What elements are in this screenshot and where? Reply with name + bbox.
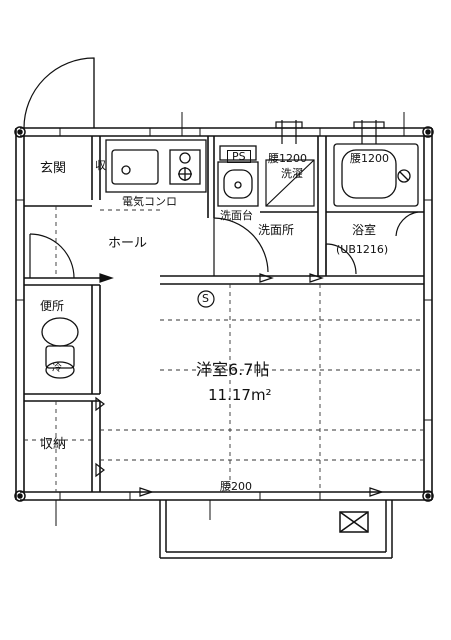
balcony-window-label: 腰200	[220, 480, 252, 493]
sensor-label: S	[202, 292, 209, 305]
outer-walls	[15, 127, 433, 501]
room-label-washroom: 洗面所	[258, 223, 295, 237]
room-label-western: 洋室6.7帖	[196, 360, 270, 379]
room-label-storage: 収納	[40, 437, 67, 452]
pipe-space-label: PS	[227, 150, 251, 163]
door-swings	[23, 57, 419, 279]
room-label-bathroom: 浴室	[352, 223, 377, 237]
laundry-window-label: 腰1200	[268, 152, 307, 165]
laundry-label: 洗濯	[281, 167, 303, 180]
kitchen-counter	[105, 139, 207, 193]
top-windows	[275, 120, 385, 144]
shoe-box-label: 収	[95, 159, 106, 172]
grid-lines	[24, 206, 424, 492]
column-markers	[14, 126, 434, 502]
wall-hatching	[16, 128, 432, 500]
room-label-entrance: 玄関	[40, 161, 67, 176]
fridge-mark: 冷	[52, 363, 62, 374]
stove-label: 電気コンロ	[122, 195, 177, 208]
bath-window-label: 腰1200	[350, 152, 389, 165]
toilet-fixture	[41, 317, 79, 379]
vanity-label: 洗面台	[220, 209, 253, 222]
room-label-toilet: 便所	[40, 299, 65, 313]
sliding-doors	[95, 273, 384, 497]
interior-walls	[24, 136, 424, 492]
room-area: 11.17m²	[208, 386, 272, 404]
room-label-hall: ホール	[108, 236, 148, 251]
sensor-symbol	[197, 290, 215, 308]
bath-unit-label: (UB1216)	[336, 243, 389, 256]
washer-space	[265, 159, 315, 207]
dimension-ticks	[55, 112, 405, 526]
balcony	[159, 500, 393, 559]
